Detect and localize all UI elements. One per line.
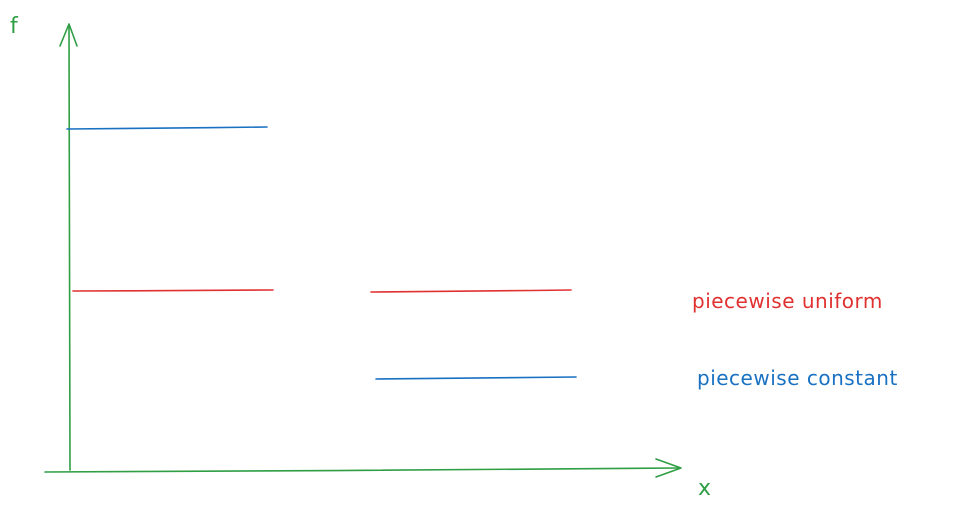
axes	[44, 23, 682, 478]
x-axis-line	[44, 467, 681, 473]
y-axis-arrowhead	[59, 23, 78, 47]
legend-uniform-label: piecewise uniform	[692, 289, 883, 313]
constant-segment-high	[66, 126, 268, 130]
legend-constant-label: piecewise constant	[697, 366, 898, 390]
x-axis-label: x	[698, 476, 712, 501]
uniform-segments	[72, 289, 572, 293]
uniform-segment-right	[370, 289, 572, 293]
y-axis-line	[67, 25, 71, 471]
uniform-segment-left	[72, 289, 274, 292]
x-axis-arrowhead	[655, 458, 682, 478]
constant-segment-low	[375, 376, 577, 380]
y-axis-label: f	[10, 14, 19, 39]
constant-segments	[66, 126, 577, 380]
